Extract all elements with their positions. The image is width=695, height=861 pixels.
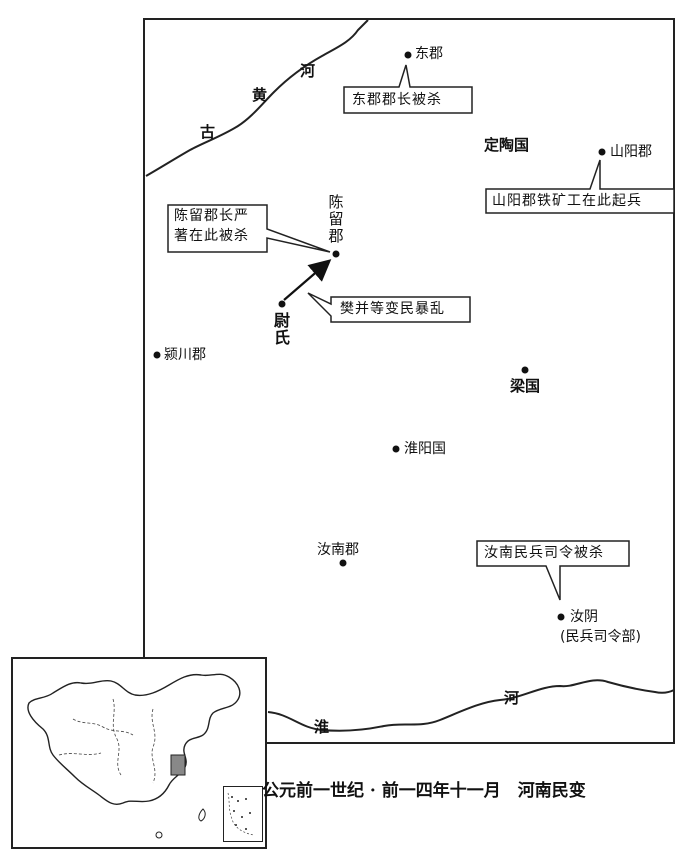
callout-box-runan (476, 540, 630, 601)
callout-chenliu-line1: 陈留郡长严 (174, 208, 249, 224)
place-weishi: 尉氏 (273, 312, 291, 346)
callout-runan: 汝南民兵司令被杀 (484, 545, 604, 561)
place-dongjun: 东郡 (415, 46, 443, 62)
dot-shanyang (598, 148, 606, 156)
place-runan: 汝南郡 (317, 542, 359, 558)
callout-chenliu-line2: 著在此被杀 (174, 228, 249, 244)
locator-inset-map (11, 657, 267, 849)
callout-dongjun: 东郡郡长被杀 (352, 92, 442, 108)
callout-fanbing: 樊并等变民暴乱 (340, 301, 445, 317)
river-label-he: 河 (300, 62, 316, 80)
river-label-huai-he: 河 (504, 689, 520, 707)
south-sea-inset (223, 786, 263, 842)
dot-weishi (278, 300, 286, 308)
china-outline (27, 673, 241, 839)
yellow-river-line (145, 19, 369, 177)
callout-box-dongjun (343, 64, 473, 114)
callout-shanyang: 山阳郡铁矿工在此起兵 (492, 193, 642, 209)
place-yingchuan: 颍川郡 (164, 347, 206, 363)
place-huaiyang: 淮阳国 (404, 441, 446, 457)
dot-yingchuan (153, 351, 161, 359)
river-label-huai: 淮 (314, 718, 330, 736)
dot-huaiyang (392, 445, 400, 453)
callout-chenliu: 陈留郡长严 著在此被杀 (170, 206, 273, 246)
place-shanyang: 山阳郡 (610, 144, 652, 160)
place-chenliu-text: 陈留郡 (328, 193, 344, 245)
huai-river-line (267, 679, 675, 732)
callout-box-chenliu (167, 204, 331, 253)
callout-box-fanbing (307, 292, 471, 323)
map-title: 公元前一世纪 · 前一四年十一月 河南民变 (262, 781, 586, 801)
place-liang: 梁国 (510, 377, 541, 395)
river-label-huang: 黄 (252, 86, 268, 104)
place-dingtao: 定陶国 (484, 136, 530, 154)
river-label-gu: 古 (200, 123, 216, 141)
callout-box-shanyang (485, 159, 675, 214)
place-ruyin: 汝阴 (570, 609, 598, 625)
inset-highlight-region (170, 754, 186, 776)
map-frame (143, 18, 675, 744)
dot-ruyin (557, 613, 565, 621)
place-chenliu: 陈留郡 (327, 194, 345, 245)
dot-runan (339, 559, 347, 567)
dot-chenliu (332, 250, 340, 258)
place-ruyin-note: (民兵司令部) (560, 629, 641, 645)
place-weishi-text: 尉氏 (273, 311, 290, 347)
movement-arrow (283, 259, 332, 301)
dot-liang (521, 366, 529, 374)
dot-dongjun (404, 51, 412, 59)
